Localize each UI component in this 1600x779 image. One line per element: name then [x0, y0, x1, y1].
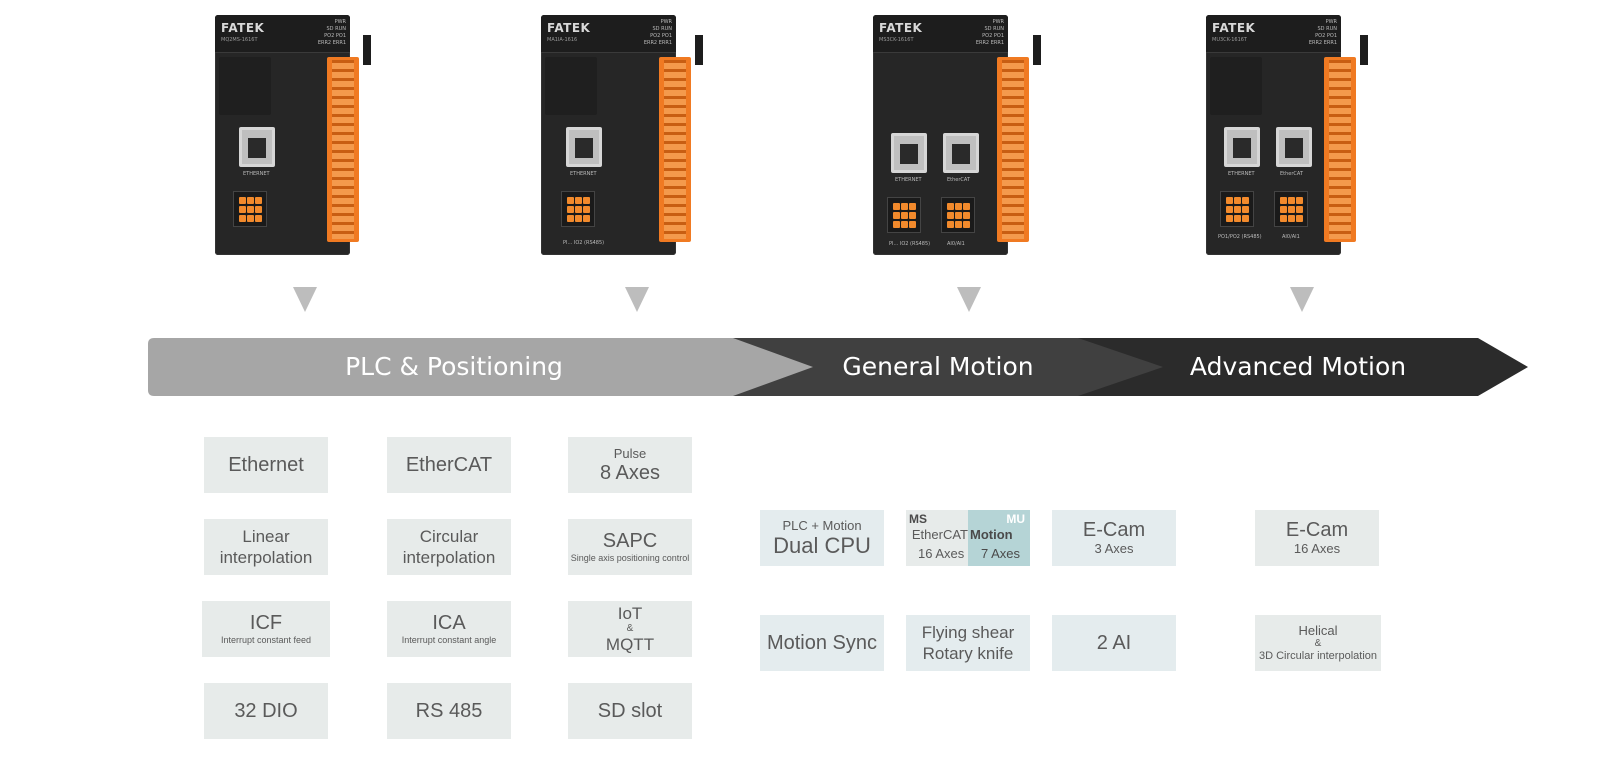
- model-label: MU3CK-1616T: [1212, 37, 1247, 43]
- din-clip: [1033, 35, 1041, 65]
- model-label: MA1IA-1616: [547, 37, 578, 43]
- stage-band-graphic: [148, 338, 1528, 396]
- ms-panel: MS EtherCAT 16 Axes: [906, 510, 968, 566]
- plc-device-2: FATEK MA1IA-1616 PWR SD RUN PO2 PO1 ERR2…: [541, 15, 711, 255]
- plc-body: FATEK MA1IA-1616 PWR SD RUN PO2 PO1 ERR2…: [541, 15, 676, 255]
- analog-connector: [941, 197, 975, 233]
- port-label: ETHERNET: [570, 171, 597, 177]
- mu-panel: MU Motion 7 Axes: [968, 510, 1030, 566]
- feature-linear-interpolation: Linear interpolation: [204, 519, 328, 575]
- led-labels: PWR SD RUN PO2 PO1 ERR2 ERR1: [643, 19, 672, 46]
- plc-device-4: FATEK MU3CK-1616T PWR SD RUN PO2 PO1 ERR…: [1206, 15, 1376, 255]
- feature-ethercat: EtherCAT: [387, 437, 511, 493]
- feature-flying-shear: Flying shear Rotary knife: [906, 615, 1030, 671]
- io-connector: [887, 197, 921, 233]
- plc-topbar: FATEK MA1IA-1616 PWR SD RUN PO2 PO1 ERR2…: [541, 15, 676, 53]
- ethernet-port: [239, 127, 275, 167]
- connector-label: PO1/PO2 (RS485): [1218, 234, 1262, 240]
- motion-word: Motion: [970, 527, 1013, 542]
- feature-32-dio: 32 DIO: [204, 683, 328, 739]
- analog-connector: [1274, 191, 1308, 227]
- model-label: MQ2MS-1616T: [221, 37, 258, 43]
- plc-body: FATEK MU3CK-1616T PWR SD RUN PO2 PO1 ERR…: [1206, 15, 1341, 255]
- ethernet-port: [891, 133, 927, 173]
- ms-axes: 16 Axes: [918, 546, 965, 561]
- port-label: ETHERNET: [243, 171, 270, 177]
- plc-topbar: FATEK MS3CK-1616T PWR SD RUN PO2 PO1 ERR…: [873, 15, 1008, 53]
- down-arrow-icon: [1290, 287, 1314, 312]
- model-label: MS3CK-1616T: [879, 37, 914, 43]
- feature-icf: ICF Interrupt constant feed: [202, 601, 330, 657]
- stage-label-advanced: Advanced Motion: [1189, 352, 1407, 381]
- port-label: EtherCAT: [947, 177, 970, 183]
- connector-label: PI... IO2 (RS485): [563, 240, 605, 246]
- cover-door: [219, 57, 271, 115]
- down-arrow-icon: [625, 287, 649, 312]
- brand-logo: FATEK: [547, 21, 591, 35]
- plc-device-1: FATEK MQ2MS-1616T PWR SD RUN PO2 PO1 ERR…: [215, 15, 385, 255]
- cover-door: [1210, 57, 1262, 115]
- cover-door: [545, 57, 597, 115]
- plc-device-3: FATEK MS3CK-1616T PWR SD RUN PO2 PO1 ERR…: [873, 15, 1043, 255]
- feature-iot-mqtt: IoT & MQTT: [568, 601, 692, 657]
- feature-rs485: RS 485: [387, 683, 511, 739]
- stage1-shape: [148, 338, 813, 396]
- terminal-block: [327, 57, 359, 242]
- down-arrow-icon: [293, 287, 317, 312]
- stage-label-general: General Motion: [842, 352, 1034, 381]
- io-connector: [1220, 191, 1254, 227]
- led-labels: PWR SD RUN PO2 PO1 ERR2 ERR1: [975, 19, 1004, 46]
- stage-band: PLC & Positioning General Motion Advance…: [148, 338, 1528, 396]
- port-label: ETHERNET: [1228, 171, 1255, 177]
- feature-ica: ICA Interrupt constant angle: [387, 601, 511, 657]
- feature-sd-slot: SD slot: [568, 683, 692, 739]
- din-clip: [1360, 35, 1368, 65]
- stage-label-plc: PLC & Positioning: [345, 352, 563, 381]
- plc-body: FATEK MS3CK-1616T PWR SD RUN PO2 PO1 ERR…: [873, 15, 1008, 255]
- connector-label: AI0/AI1: [947, 241, 965, 247]
- mu-tag: MU: [1006, 512, 1025, 526]
- terminal-block: [659, 57, 691, 242]
- feature-helical-3d-circular: Helical & 3D Circular interpolation: [1255, 615, 1381, 671]
- ms-tag: MS: [909, 512, 927, 526]
- feature-sapc: SAPC Single axis positioning control: [568, 519, 692, 575]
- ethercat-port: [943, 133, 979, 173]
- feature-circular-interpolation: Circular interpolation: [387, 519, 511, 575]
- led-labels: PWR SD RUN PO2 PO1 ERR2 ERR1: [317, 19, 346, 46]
- feature-ecam-3-axes: E-Cam 3 Axes: [1052, 510, 1176, 566]
- plc-topbar: FATEK MU3CK-1616T PWR SD RUN PO2 PO1 ERR…: [1206, 15, 1341, 53]
- feature-motion-sync: Motion Sync: [760, 615, 884, 671]
- led-labels: PWR SD RUN PO2 PO1 ERR2 ERR1: [1308, 19, 1337, 46]
- ethercat-port: [1276, 127, 1312, 167]
- ethernet-port: [1224, 127, 1260, 167]
- feature-dual-cpu: PLC + Motion Dual CPU: [760, 510, 884, 566]
- port-label: EtherCAT: [1280, 171, 1303, 177]
- io-connector: [233, 191, 267, 227]
- din-clip: [695, 35, 703, 65]
- connector-label: PI... IO2 (RS485): [889, 241, 931, 247]
- terminal-block: [997, 57, 1029, 242]
- feature-2-ai: 2 AI: [1052, 615, 1176, 671]
- brand-logo: FATEK: [1212, 21, 1256, 35]
- mu-axes: 7 Axes: [981, 546, 1021, 561]
- feature-pulse-axes: Pulse 8 Axes: [568, 437, 692, 493]
- io-connector: [561, 191, 595, 227]
- ethercat-word: EtherCAT: [911, 527, 968, 542]
- connector-label: AI0/AI1: [1282, 234, 1300, 240]
- brand-logo: FATEK: [879, 21, 923, 35]
- feature-ecam-16-axes: E-Cam 16 Axes: [1255, 510, 1379, 566]
- feature-ethernet: Ethernet: [204, 437, 328, 493]
- din-clip: [363, 35, 371, 65]
- plc-topbar: FATEK MQ2MS-1616T PWR SD RUN PO2 PO1 ERR…: [215, 15, 350, 53]
- down-arrow-icon: [957, 287, 981, 312]
- stage2-shape: [648, 338, 1163, 396]
- terminal-block: [1324, 57, 1356, 242]
- brand-logo: FATEK: [221, 21, 265, 35]
- feature-ms-mu-axes: MS EtherCAT 16 Axes MU Motion 7 Axes: [906, 510, 1030, 566]
- ethernet-port: [566, 127, 602, 167]
- port-label: ETHERNET: [895, 177, 922, 183]
